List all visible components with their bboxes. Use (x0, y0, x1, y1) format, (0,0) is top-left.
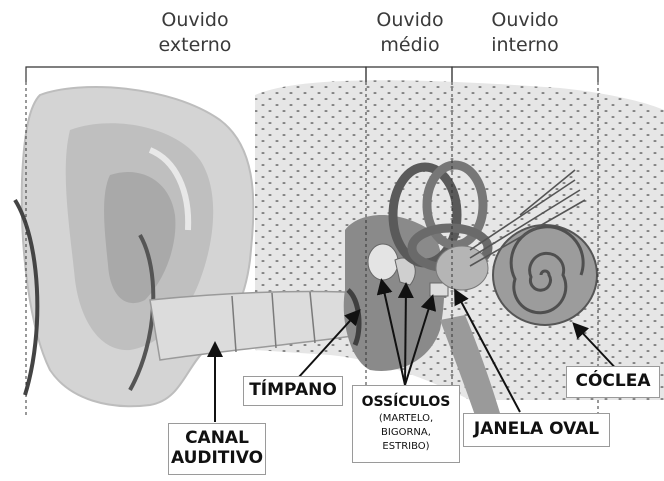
label-canal-auditivo: CANAL AUDITIVO (168, 423, 266, 475)
label-ossiculos-detail-2: BIGORNA, (381, 426, 431, 440)
title-middle-ear: Ouvido médio (355, 8, 465, 58)
label-ossiculos: OSSÍCULOS (MARTELO, BIGORNA, ESTRIBO) (352, 385, 460, 463)
label-coclea-text: CÓCLEA (575, 372, 650, 392)
title-inner-ear-line1: Ouvido (491, 9, 558, 31)
label-coclea: CÓCLEA (566, 366, 660, 398)
label-ossiculos-detail-3: ESTRIBO) (382, 440, 429, 454)
title-outer-ear: Ouvido externo (135, 8, 255, 58)
label-ossiculos-title: OSSÍCULOS (362, 394, 451, 410)
label-janela-oval: JANELA OVAL (463, 413, 610, 447)
arrow-ossiculo-2 (405, 286, 406, 385)
cochlea-shape (493, 225, 597, 325)
label-canal-line1: CANAL (185, 429, 249, 449)
pinna (22, 87, 254, 406)
title-middle-ear-line2: médio (380, 34, 439, 56)
title-inner-ear: Ouvido interno (470, 8, 580, 58)
title-outer-ear-line2: externo (159, 34, 232, 56)
region-brackets (26, 67, 598, 82)
label-canal-line2: AUDITIVO (171, 449, 263, 469)
title-middle-ear-line1: Ouvido (376, 9, 443, 31)
title-inner-ear-line2: interno (491, 34, 559, 56)
label-ossiculos-detail-1: (MARTELO, (379, 412, 433, 426)
label-timpano: TÍMPANO (243, 376, 343, 406)
label-janela-text: JANELA OVAL (474, 420, 599, 440)
label-timpano-text: TÍMPANO (249, 381, 337, 401)
title-outer-ear-line1: Ouvido (161, 9, 228, 31)
